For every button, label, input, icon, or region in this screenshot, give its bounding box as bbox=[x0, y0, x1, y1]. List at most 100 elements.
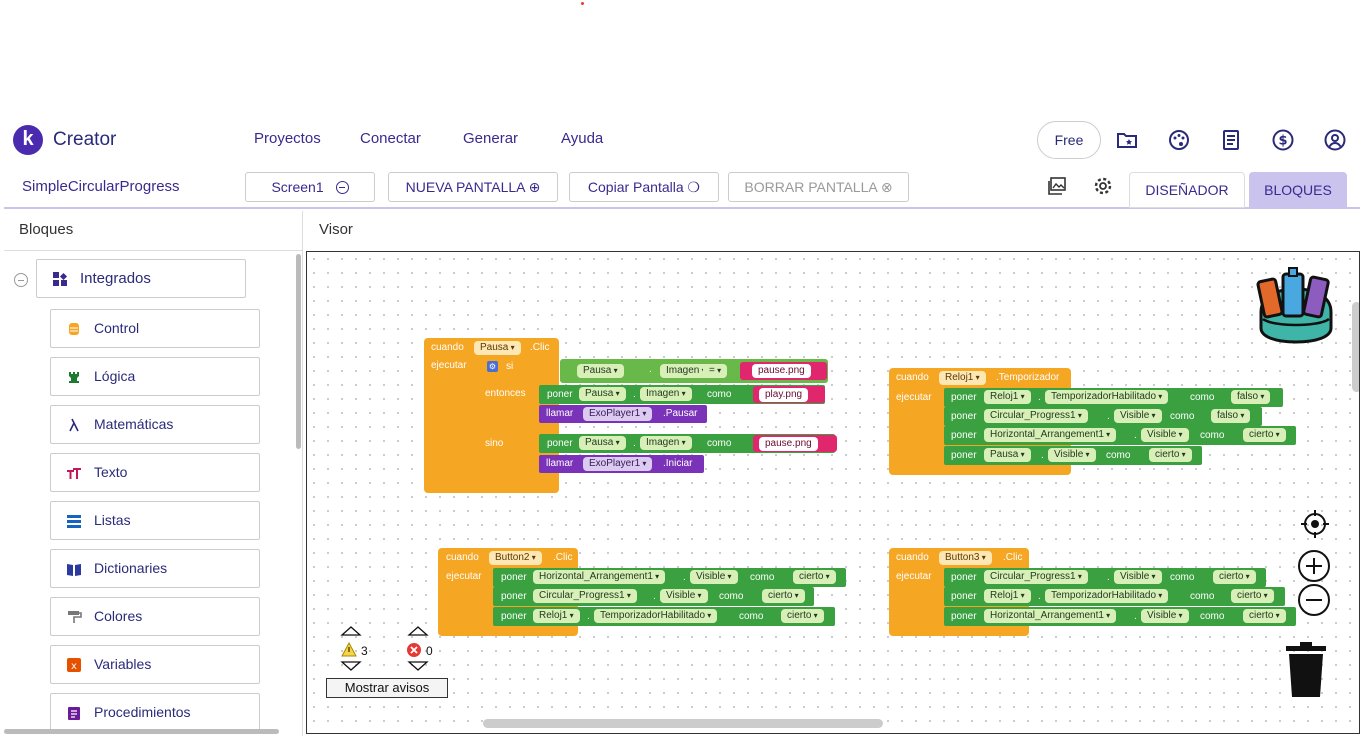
boolean-value[interactable]: cierto bbox=[1231, 589, 1274, 603]
recenter-icon[interactable] bbox=[1299, 508, 1331, 540]
text-value[interactable]: pause.png bbox=[759, 437, 818, 451]
dollar-icon[interactable]: $ bbox=[1271, 128, 1295, 152]
block-keyword: poner bbox=[951, 611, 977, 622]
property-dropdown[interactable]: Visible bbox=[660, 589, 708, 603]
workspace-h-scrollbar[interactable] bbox=[483, 719, 883, 728]
component-dropdown[interactable]: Reloj1 bbox=[939, 371, 986, 385]
component-dropdown[interactable]: Horizontal_Arrangement1 bbox=[533, 570, 666, 584]
zoom-in-icon[interactable] bbox=[1297, 549, 1331, 583]
nav-generar[interactable]: Generar bbox=[463, 130, 519, 147]
component-dropdown[interactable]: Pausa bbox=[474, 341, 521, 355]
category-control[interactable]: Control bbox=[50, 309, 260, 348]
boolean-value[interactable]: cierto bbox=[793, 570, 836, 584]
component-dropdown[interactable]: Circular_Progress1 bbox=[984, 409, 1088, 423]
component-dropdown[interactable]: Circular_Progress1 bbox=[984, 570, 1088, 584]
component-dropdown[interactable]: Pausa bbox=[984, 448, 1031, 462]
property-dropdown[interactable]: Visible bbox=[1114, 570, 1162, 584]
gallery-icon[interactable] bbox=[1047, 176, 1067, 196]
account-icon[interactable] bbox=[1323, 128, 1347, 152]
component-dropdown[interactable]: Reloj1 bbox=[984, 390, 1031, 404]
boolean-value[interactable]: falso bbox=[1211, 409, 1251, 423]
gear-icon[interactable]: ⚙ bbox=[487, 361, 498, 372]
component-dropdown[interactable]: Pausa bbox=[579, 436, 626, 450]
gear-icon[interactable] bbox=[1093, 176, 1113, 196]
boolean-value[interactable]: cierto bbox=[1149, 448, 1192, 462]
folder-star-icon[interactable] bbox=[1115, 128, 1139, 152]
designer-tab[interactable]: DISEÑADOR bbox=[1129, 172, 1245, 208]
operator-dropdown[interactable]: = bbox=[703, 364, 728, 378]
category-variables[interactable]: x Variables bbox=[50, 645, 260, 684]
component-dropdown[interactable]: ExoPlayer1 bbox=[583, 407, 653, 421]
blocks-workspace[interactable]: cuando Pausa .Clic ejecutar ⚙ si entonce… bbox=[306, 251, 1360, 734]
screen-select[interactable]: Screen1 bbox=[245, 172, 375, 202]
book-icon[interactable] bbox=[1219, 128, 1243, 152]
collapse-icon[interactable] bbox=[14, 273, 28, 287]
component-dropdown[interactable]: Reloj1 bbox=[533, 609, 580, 623]
category-logica[interactable]: Lógica bbox=[50, 357, 260, 396]
category-matematicas[interactable]: Matemáticas bbox=[50, 405, 260, 444]
sidebar-h-scrollbar[interactable] bbox=[4, 729, 279, 734]
component-dropdown[interactable]: ExoPlayer1 bbox=[583, 457, 653, 471]
category-integrados[interactable]: Integrados bbox=[36, 259, 246, 298]
zoom-out-icon[interactable] bbox=[1297, 583, 1331, 617]
sidebar-scrollbar[interactable] bbox=[296, 254, 301, 449]
workspace-v-scrollbar[interactable] bbox=[1352, 302, 1359, 392]
property-dropdown[interactable]: Imagen bbox=[640, 387, 692, 401]
property-dropdown[interactable]: Visible bbox=[1141, 609, 1189, 623]
boolean-value[interactable]: cierto bbox=[762, 589, 805, 603]
app-name[interactable]: Creator bbox=[53, 129, 117, 150]
event-name: .Clic bbox=[530, 342, 550, 353]
copy-screen-label: Copiar Pantalla bbox=[587, 179, 684, 195]
component-dropdown[interactable]: Button2 bbox=[489, 551, 542, 565]
text-value[interactable]: pause.png bbox=[752, 364, 811, 378]
component-dropdown[interactable]: Circular_Progress1 bbox=[533, 589, 637, 603]
nav-proyectos[interactable]: Proyectos bbox=[254, 130, 321, 147]
block-keyword: como bbox=[1190, 591, 1215, 602]
category-texto[interactable]: Texto bbox=[50, 453, 260, 492]
component-dropdown[interactable]: Reloj1 bbox=[984, 589, 1031, 603]
show-warnings-button[interactable]: Mostrar avisos bbox=[326, 678, 448, 698]
text-value[interactable]: play.png bbox=[759, 388, 809, 402]
errors-prev-icon[interactable] bbox=[407, 625, 429, 637]
category-dictionaries[interactable]: Dictionaries bbox=[50, 549, 260, 588]
property-dropdown[interactable]: Visible bbox=[1048, 448, 1096, 462]
block-keyword: si bbox=[506, 361, 514, 372]
component-dropdown[interactable]: Pausa bbox=[579, 387, 626, 401]
blocks-tab[interactable]: BLOQUES bbox=[1249, 172, 1347, 208]
plan-button[interactable]: Free bbox=[1037, 121, 1101, 159]
category-listas[interactable]: Listas bbox=[50, 501, 260, 540]
component-dropdown[interactable]: Button3 bbox=[939, 551, 992, 565]
property-dropdown[interactable]: Visible bbox=[690, 570, 738, 584]
logo-icon[interactable]: k bbox=[13, 125, 43, 155]
delete-screen-button[interactable]: BORRAR PANTALLA ⊗ bbox=[728, 172, 909, 202]
boolean-value[interactable]: cierto bbox=[781, 609, 824, 623]
boolean-value[interactable]: cierto bbox=[1213, 570, 1256, 584]
property-dropdown[interactable]: TemporizadorHabilitado bbox=[1045, 390, 1169, 404]
property-dropdown[interactable]: Imagen bbox=[640, 436, 692, 450]
category-colores[interactable]: Colores bbox=[50, 597, 260, 636]
boolean-value[interactable]: cierto bbox=[1243, 428, 1286, 442]
property-dropdown[interactable]: Visible bbox=[1141, 428, 1189, 442]
block-keyword: poner bbox=[951, 572, 977, 583]
warnings-prev-icon[interactable] bbox=[340, 625, 362, 637]
property-dropdown[interactable]: Imagen bbox=[660, 364, 712, 378]
palette-icon[interactable] bbox=[1167, 128, 1191, 152]
new-screen-button[interactable]: NUEVA PANTALLA ⊕ bbox=[388, 172, 558, 202]
nav-ayuda[interactable]: Ayuda bbox=[561, 130, 604, 147]
property-dropdown[interactable]: TemporizadorHabilitado bbox=[1045, 589, 1169, 603]
property-dropdown[interactable]: TemporizadorHabilitado bbox=[594, 609, 718, 623]
errors-next-icon[interactable] bbox=[407, 660, 429, 672]
copy-screen-button[interactable]: Copiar Pantalla ❍ bbox=[569, 172, 719, 202]
nav-conectar[interactable]: Conectar bbox=[360, 130, 421, 147]
boolean-value[interactable]: cierto bbox=[1243, 609, 1286, 623]
property-dropdown[interactable]: Visible bbox=[1114, 409, 1162, 423]
category-procedimientos[interactable]: Procedimientos bbox=[50, 693, 260, 732]
component-dropdown[interactable]: Pausa bbox=[577, 364, 624, 378]
backpack-icon[interactable] bbox=[1253, 264, 1339, 346]
trash-icon[interactable] bbox=[1283, 641, 1329, 699]
component-dropdown[interactable]: Horizontal_Arrangement1 bbox=[984, 609, 1117, 623]
boolean-value[interactable]: falso bbox=[1231, 390, 1271, 404]
block-keyword: como bbox=[1200, 611, 1225, 622]
warnings-next-icon[interactable] bbox=[340, 660, 362, 672]
component-dropdown[interactable]: Horizontal_Arrangement1 bbox=[984, 428, 1117, 442]
